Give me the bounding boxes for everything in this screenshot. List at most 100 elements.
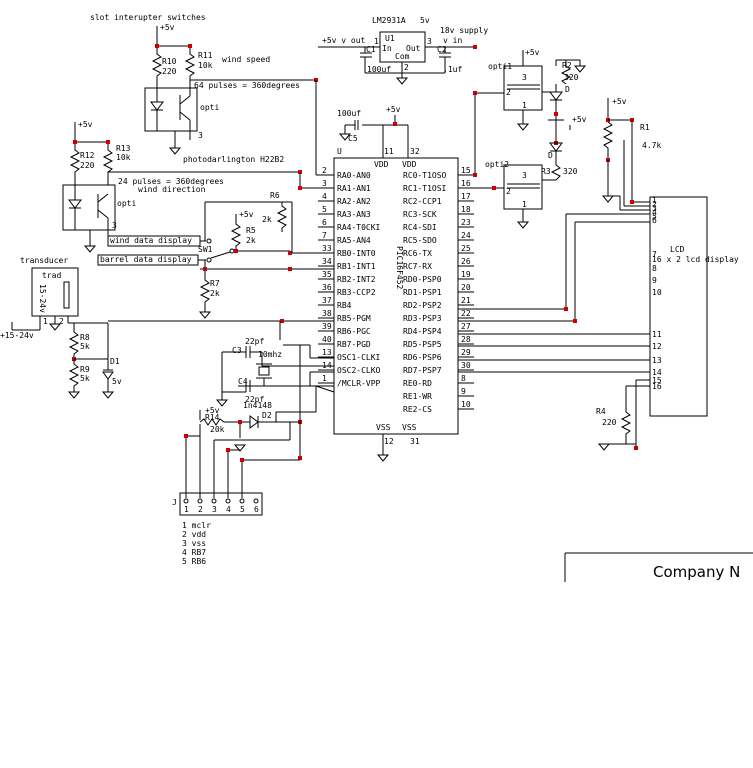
pic-pin-name: RB4 — [337, 301, 352, 310]
d2-value: 1n4148 — [243, 401, 272, 410]
r6-value: 2k — [262, 215, 272, 224]
opti1-plus5v: +5v — [525, 48, 540, 57]
pic-pin-number: 27 — [461, 322, 471, 331]
vss-pin-1: 12 — [384, 437, 394, 446]
pic-pin-name: OSC2-CLKO — [337, 366, 381, 375]
pic-pin-number: 20 — [461, 283, 471, 292]
pic-pin-number: 18 — [461, 205, 471, 214]
trad-label: trad — [42, 271, 61, 280]
u1-out: Out — [406, 44, 421, 53]
pic-pin-name: RA3-AN3 — [337, 210, 371, 219]
pic-pin-number: 13 — [322, 348, 332, 357]
c1-ref: C1 — [366, 45, 376, 54]
pic-label: PIC16F452 — [395, 246, 404, 290]
header-pin — [211, 498, 217, 504]
pulses24-label: 24 pulses = 360degrees — [118, 177, 224, 186]
header-pin-number: 3 — [212, 505, 217, 514]
pic-pin-number: 26 — [461, 257, 471, 266]
vdd-label-2: VDD — [402, 160, 417, 169]
pic-pin-name: RA4-T0CKI — [337, 223, 381, 232]
pic-pin-name: RE1-WR — [403, 392, 432, 401]
pic-pin-number: 40 — [322, 335, 332, 344]
pic-pin-name: RD1-PSP1 — [403, 288, 442, 297]
lcd-pin-number: 4 — [652, 208, 657, 217]
vout-label: +5v v out — [322, 36, 366, 45]
pic-pin-number: 7 — [322, 231, 327, 240]
company-name: Company N — [653, 563, 740, 581]
header-pin — [197, 498, 203, 504]
vss-label-2: VSS — [402, 423, 417, 432]
pic-pin-number: 8 — [461, 374, 466, 383]
opti1-pin1: 1 — [522, 101, 527, 110]
display-select-switch: wind data display barrel data display SW… — [97, 191, 334, 319]
r3-ref: R3 — [541, 167, 551, 176]
dir-opti-label: opti — [117, 199, 136, 208]
r14-plus5v: +5v — [205, 406, 220, 415]
pic-pin-name: RD7-PSP7 — [403, 366, 442, 375]
lcd-pin-number: 5 — [652, 212, 657, 221]
lcd-pin-number: 14 — [652, 368, 662, 377]
pic-pin-name: RD5-PSP5 — [403, 340, 442, 349]
lcd-pin-number: 8 — [652, 264, 657, 273]
header-legend-item: 5 RB6 — [182, 557, 206, 566]
pic-pin-number: 5 — [322, 205, 327, 214]
lcd-pin-number: 6 — [652, 216, 657, 225]
r12-ref: R12 — [80, 151, 95, 160]
voltage-regulator: LM2931A 5v 18v supply +5v v out v in U1 … — [318, 16, 488, 85]
pic-pin-name: RD0-PSP0 — [403, 275, 442, 284]
pic-pin-number: 29 — [461, 348, 471, 357]
slot-title: slot interupter switches — [90, 13, 206, 22]
header-legend-item: 2 vdd — [182, 530, 206, 539]
lcd-display: LCD 16 x 2 lcd display 12345678910111213… — [458, 97, 739, 451]
r13-ref: R13 — [116, 144, 131, 153]
winddisp-label: wind data display — [110, 236, 192, 245]
pic-pin-name: RD6-PSP6 — [403, 353, 442, 362]
pic-pin-number: 35 — [322, 270, 332, 279]
vss-label-1: VSS — [376, 423, 391, 432]
dir-plus5v: +5v — [78, 120, 93, 129]
pic-pin-number: 9 — [461, 387, 466, 396]
lcd-pin-number: 9 — [652, 276, 657, 285]
r13-value: 10k — [116, 153, 131, 162]
pic-pin-name: RE0-RD — [403, 379, 432, 388]
speed-opti-label: opti — [200, 103, 219, 112]
vdd-plus5v: +5v — [386, 105, 401, 114]
pic-pin-name: RA2-AN2 — [337, 197, 371, 206]
windspeed-label: wind speed — [222, 55, 270, 64]
r8-value: 5k — [80, 342, 90, 351]
c4-ref: C4 — [238, 377, 248, 386]
r9-ref: R9 — [80, 365, 90, 374]
wind-direction-sensor: +5v R12 220 R13 10k photodarlington H22B… — [62, 120, 334, 253]
pic-pin-number: 21 — [461, 296, 471, 305]
lcd-pin-number: 3 — [652, 204, 657, 213]
pic-pin-name: RC1-T1OSI — [403, 184, 447, 193]
r7-value: 2k — [210, 289, 220, 298]
pic-pin-name: RA0-AN0 — [337, 171, 371, 180]
d2-ref: D2 — [262, 411, 272, 420]
r2-ref: R2 — [562, 61, 572, 70]
r5-ref: R5 — [246, 226, 256, 235]
vdd-pin-1: 11 — [384, 147, 394, 156]
lcd-label: LCD — [670, 245, 685, 254]
pic-pin-name: RC3-SCK — [403, 210, 437, 219]
pic-pin-name: RA5-AN4 — [337, 236, 371, 245]
d-plus5v: +5v — [572, 115, 587, 124]
transducer: transducer trad 15-24v 1 2 +15-24v R8 5k… — [0, 256, 334, 399]
lcd-pin-number: 13 — [652, 356, 662, 365]
pic-pin-name: RE2-CS — [403, 405, 432, 414]
header-legend-item: 1 mclr — [182, 521, 211, 530]
photodarl-label: photodarlington H22B2 — [183, 155, 284, 164]
pic-pin-number: 23 — [461, 218, 471, 227]
opti1-pin2: 2 — [506, 88, 511, 97]
winddir-label: wind direction — [138, 185, 206, 194]
r11-value: 10k — [198, 61, 213, 70]
u1-in: In — [382, 44, 392, 53]
r8-ref: R8 — [80, 333, 90, 342]
r1-plus5v: +5v — [612, 97, 627, 106]
pic-pin-number: 37 — [322, 296, 332, 305]
lcd-pin-number: 7 — [652, 250, 657, 259]
speed-opti-pin3: 3 — [198, 131, 203, 140]
pic-pin-name: RA1-AN1 — [337, 184, 371, 193]
regulator-voltage: 5v — [420, 16, 430, 25]
